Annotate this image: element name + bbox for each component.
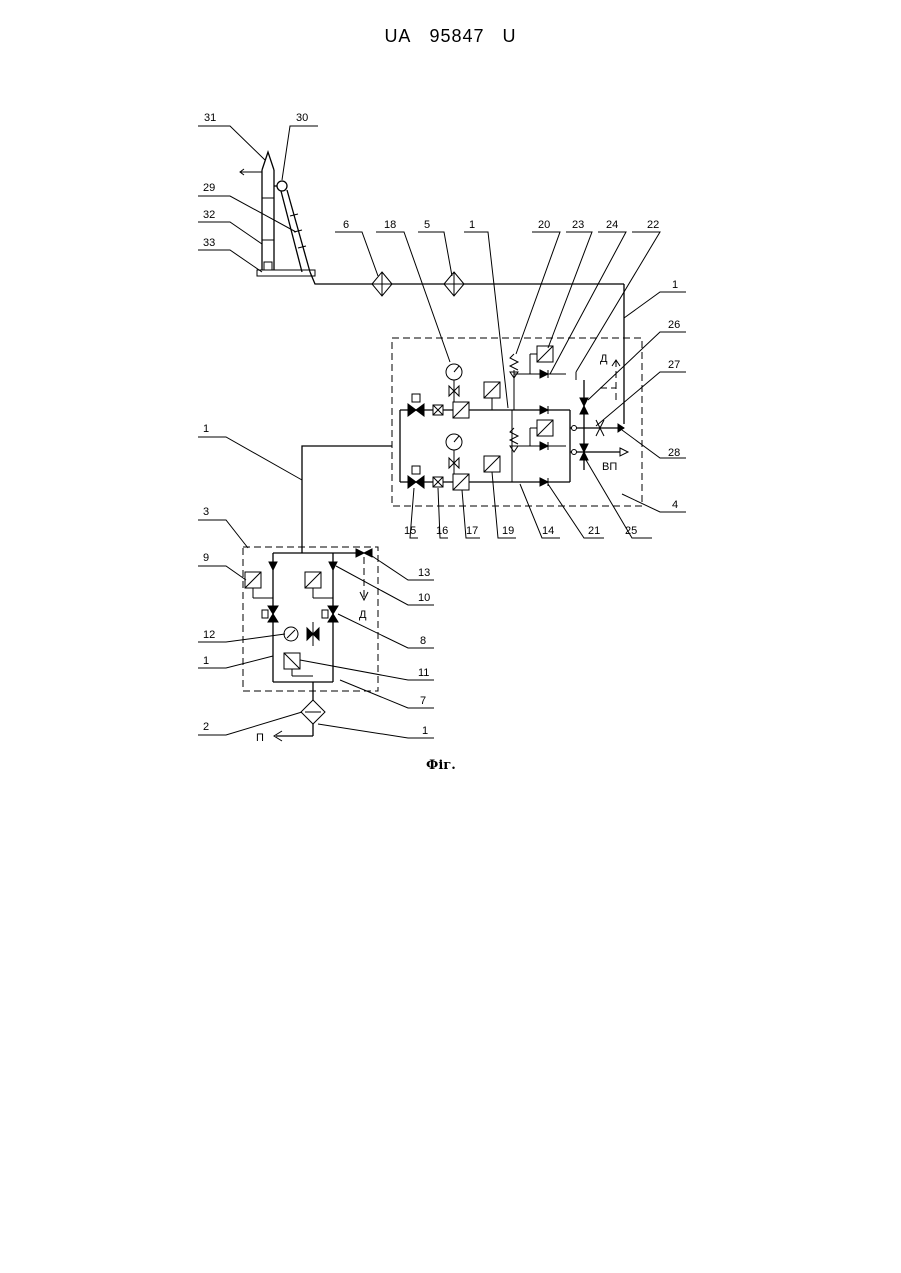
unit-3-boundary xyxy=(243,547,378,691)
callout-15: 15 xyxy=(404,525,416,537)
callout-13: 13 xyxy=(418,567,430,579)
callout-4: 4 xyxy=(672,499,678,511)
callout-30: 30 xyxy=(296,112,308,124)
callout-33: 33 xyxy=(203,237,215,249)
callout-29: 29 xyxy=(203,182,215,194)
callout-31: 31 xyxy=(204,112,216,124)
callout-1-left: 1 xyxy=(203,423,209,435)
callout-1-top: 1 xyxy=(469,219,475,231)
callout-25: 25 xyxy=(625,525,637,537)
drain-symbol-lower: Д xyxy=(359,609,367,621)
mast-tip xyxy=(262,152,274,170)
leader-lines xyxy=(198,126,686,738)
callout-16: 16 xyxy=(436,525,448,537)
callout-1-right: 1 xyxy=(672,279,678,291)
callout-14: 14 xyxy=(542,525,554,537)
callout-26: 26 xyxy=(668,319,680,331)
callout-7: 7 xyxy=(420,695,426,707)
mast-assembly xyxy=(240,152,372,284)
drain-symbol-upper: Д xyxy=(600,353,608,365)
callout-2: 2 xyxy=(203,721,209,733)
callout-1-bottom: 1 xyxy=(422,725,428,737)
callout-22: 22 xyxy=(647,219,659,231)
mast-base xyxy=(257,270,315,276)
callout-28: 28 xyxy=(668,447,680,459)
callout-5: 5 xyxy=(424,219,430,231)
callout-10: 10 xyxy=(418,592,430,604)
callout-27: 27 xyxy=(668,359,680,371)
callout-8: 8 xyxy=(420,635,426,647)
callout-24: 24 xyxy=(606,219,618,231)
vent-outlet-symbol: ВП xyxy=(602,461,617,473)
callout-17: 17 xyxy=(466,525,478,537)
pipe-elbow xyxy=(277,181,287,191)
callout-11: 11 xyxy=(418,667,429,679)
callout-12: 12 xyxy=(203,629,215,641)
supply-inlet-symbol: П xyxy=(256,732,264,744)
callout-21: 21 xyxy=(588,525,600,537)
callout-6: 6 xyxy=(343,219,349,231)
callout-1-unit3: 1 xyxy=(203,655,209,667)
callout-9: 9 xyxy=(203,552,209,564)
callout-23: 23 xyxy=(572,219,584,231)
callout-18: 18 xyxy=(384,219,396,231)
callout-32: 32 xyxy=(203,209,215,221)
inlet-assembly xyxy=(274,700,325,741)
unit-4 xyxy=(302,338,642,553)
figure-caption: Фіг. xyxy=(426,758,456,773)
callout-19: 19 xyxy=(502,525,514,537)
callout-3: 3 xyxy=(203,506,209,518)
callout-20: 20 xyxy=(538,219,550,231)
